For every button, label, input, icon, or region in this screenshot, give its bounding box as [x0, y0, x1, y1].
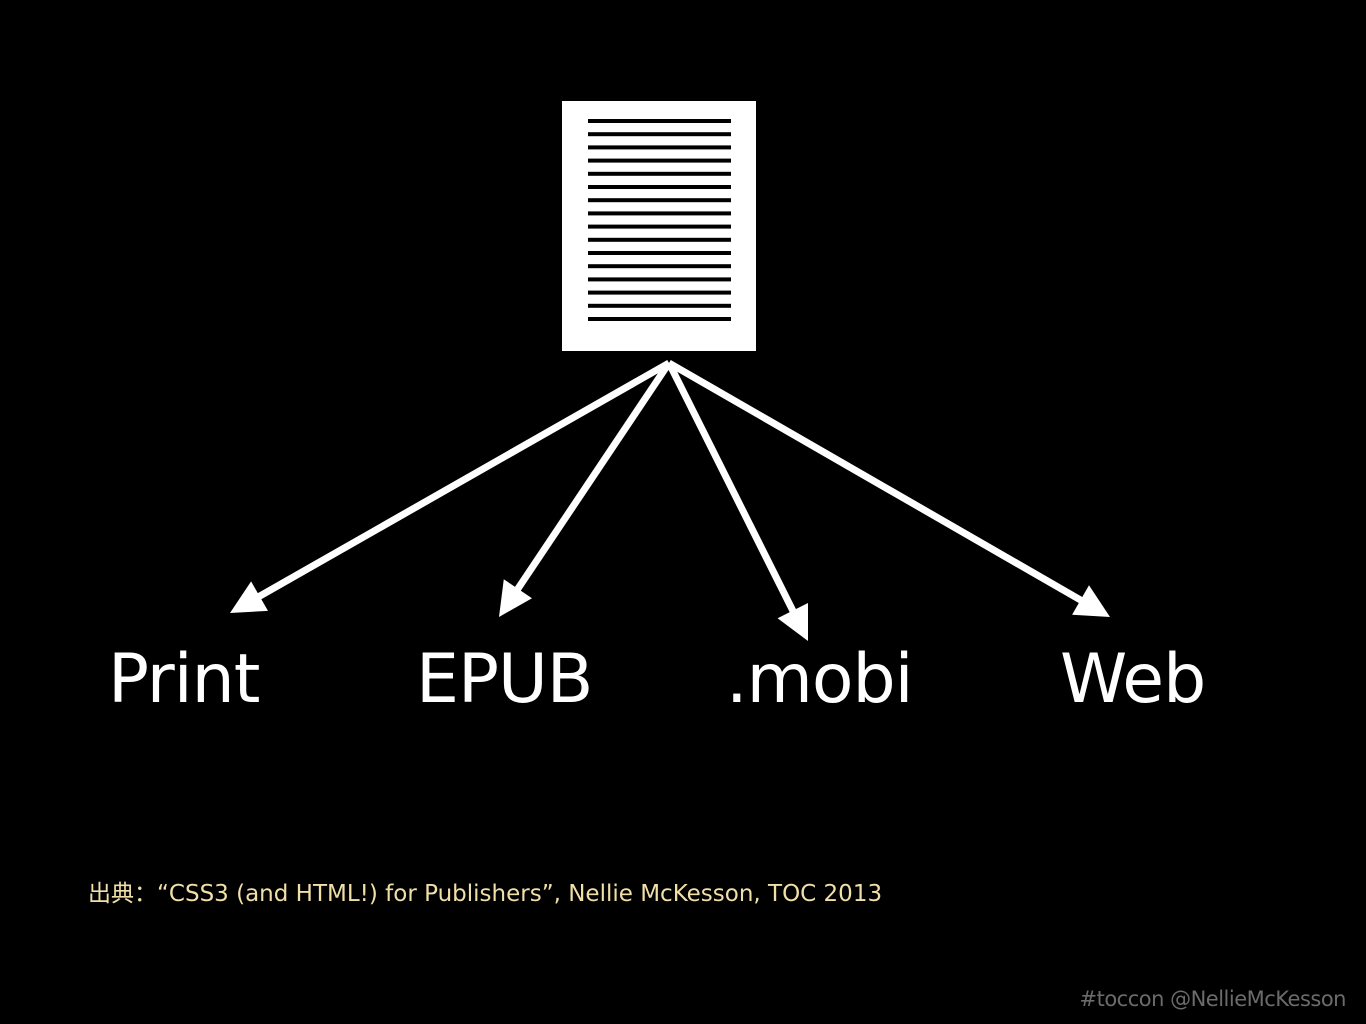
document-text-line	[588, 145, 731, 150]
arrow-head-icon	[230, 581, 268, 613]
document-text-lines	[588, 119, 731, 321]
arrow-to-mobi	[665, 361, 808, 641]
document-text-line	[588, 211, 731, 216]
document-text-line	[588, 277, 731, 282]
output-label-epub: EPUB	[416, 640, 593, 719]
arrow-to-print	[230, 359, 671, 613]
arrow-head-icon	[499, 579, 532, 617]
arrow-shaft	[512, 361, 672, 595]
document-text-line	[588, 251, 731, 255]
document-icon	[562, 101, 756, 351]
document-text-line	[588, 158, 731, 163]
document-text-line	[588, 171, 731, 176]
document-text-line	[588, 198, 731, 203]
document-text-line	[588, 237, 731, 242]
document-text-line	[588, 303, 731, 308]
arrows-group	[230, 359, 1110, 641]
arrow-to-epub	[499, 361, 672, 617]
document-text-line	[588, 317, 731, 321]
output-label-mobi: .mobi	[726, 640, 914, 719]
arrow-head-icon	[1072, 585, 1110, 617]
output-label-web: Web	[1060, 640, 1206, 719]
arrow-shaft	[254, 359, 671, 602]
document-text-line	[588, 224, 731, 229]
footer-credit: #toccon @NellieMcKesson	[1079, 987, 1346, 1011]
arrow-head-icon	[777, 603, 808, 641]
output-label-print: Print	[108, 640, 260, 719]
document-text-line	[588, 264, 731, 269]
document-text-line	[588, 132, 731, 137]
arrow-to-web	[667, 359, 1110, 617]
arrow-shaft	[667, 359, 1086, 606]
document-text-line	[588, 185, 731, 189]
document-text-line	[588, 290, 731, 295]
arrow-shaft	[665, 361, 798, 616]
document-text-line	[588, 119, 731, 123]
source-citation: 出典：“CSS3 (and HTML!) for Publishers”, Ne…	[88, 881, 883, 907]
